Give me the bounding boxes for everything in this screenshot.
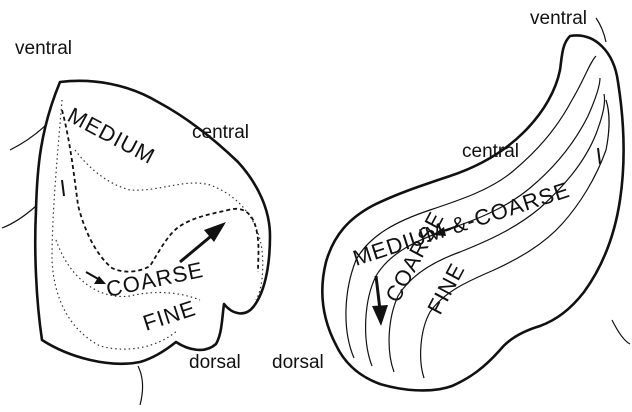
right-ventral-label: ventral — [530, 8, 587, 29]
right-tick-mark — [598, 148, 600, 164]
left-medium-region-label: MEDIUM — [64, 102, 160, 169]
left-panel: ventral central dorsal MEDIUM COARSE FIN… — [2, 38, 270, 405]
right-nerve-strand-right — [612, 320, 630, 344]
left-coarse-arrow-diagonal — [180, 222, 226, 262]
right-fine-region-label: FINE — [422, 259, 469, 319]
left-central-label: central — [192, 122, 249, 143]
right-central-label: central — [462, 141, 519, 162]
right-panel: ventral central dorsal MEDIUM-&-COARSE C… — [272, 8, 630, 390]
right-dorsal-label: dorsal — [272, 352, 324, 373]
left-tick-mark — [62, 180, 64, 196]
left-nerve-strand-lower — [2, 206, 36, 228]
left-fine-region-label: FINE — [140, 295, 199, 336]
left-dorsal-label: dorsal — [189, 352, 241, 373]
left-nerve-strand-bottom — [138, 366, 143, 405]
right-nerve-strand-top — [596, 18, 606, 42]
right-medium-and-coarse-region-label: MEDIUM-&-COARSE — [350, 177, 573, 271]
left-ventral-label: ventral — [15, 38, 72, 59]
